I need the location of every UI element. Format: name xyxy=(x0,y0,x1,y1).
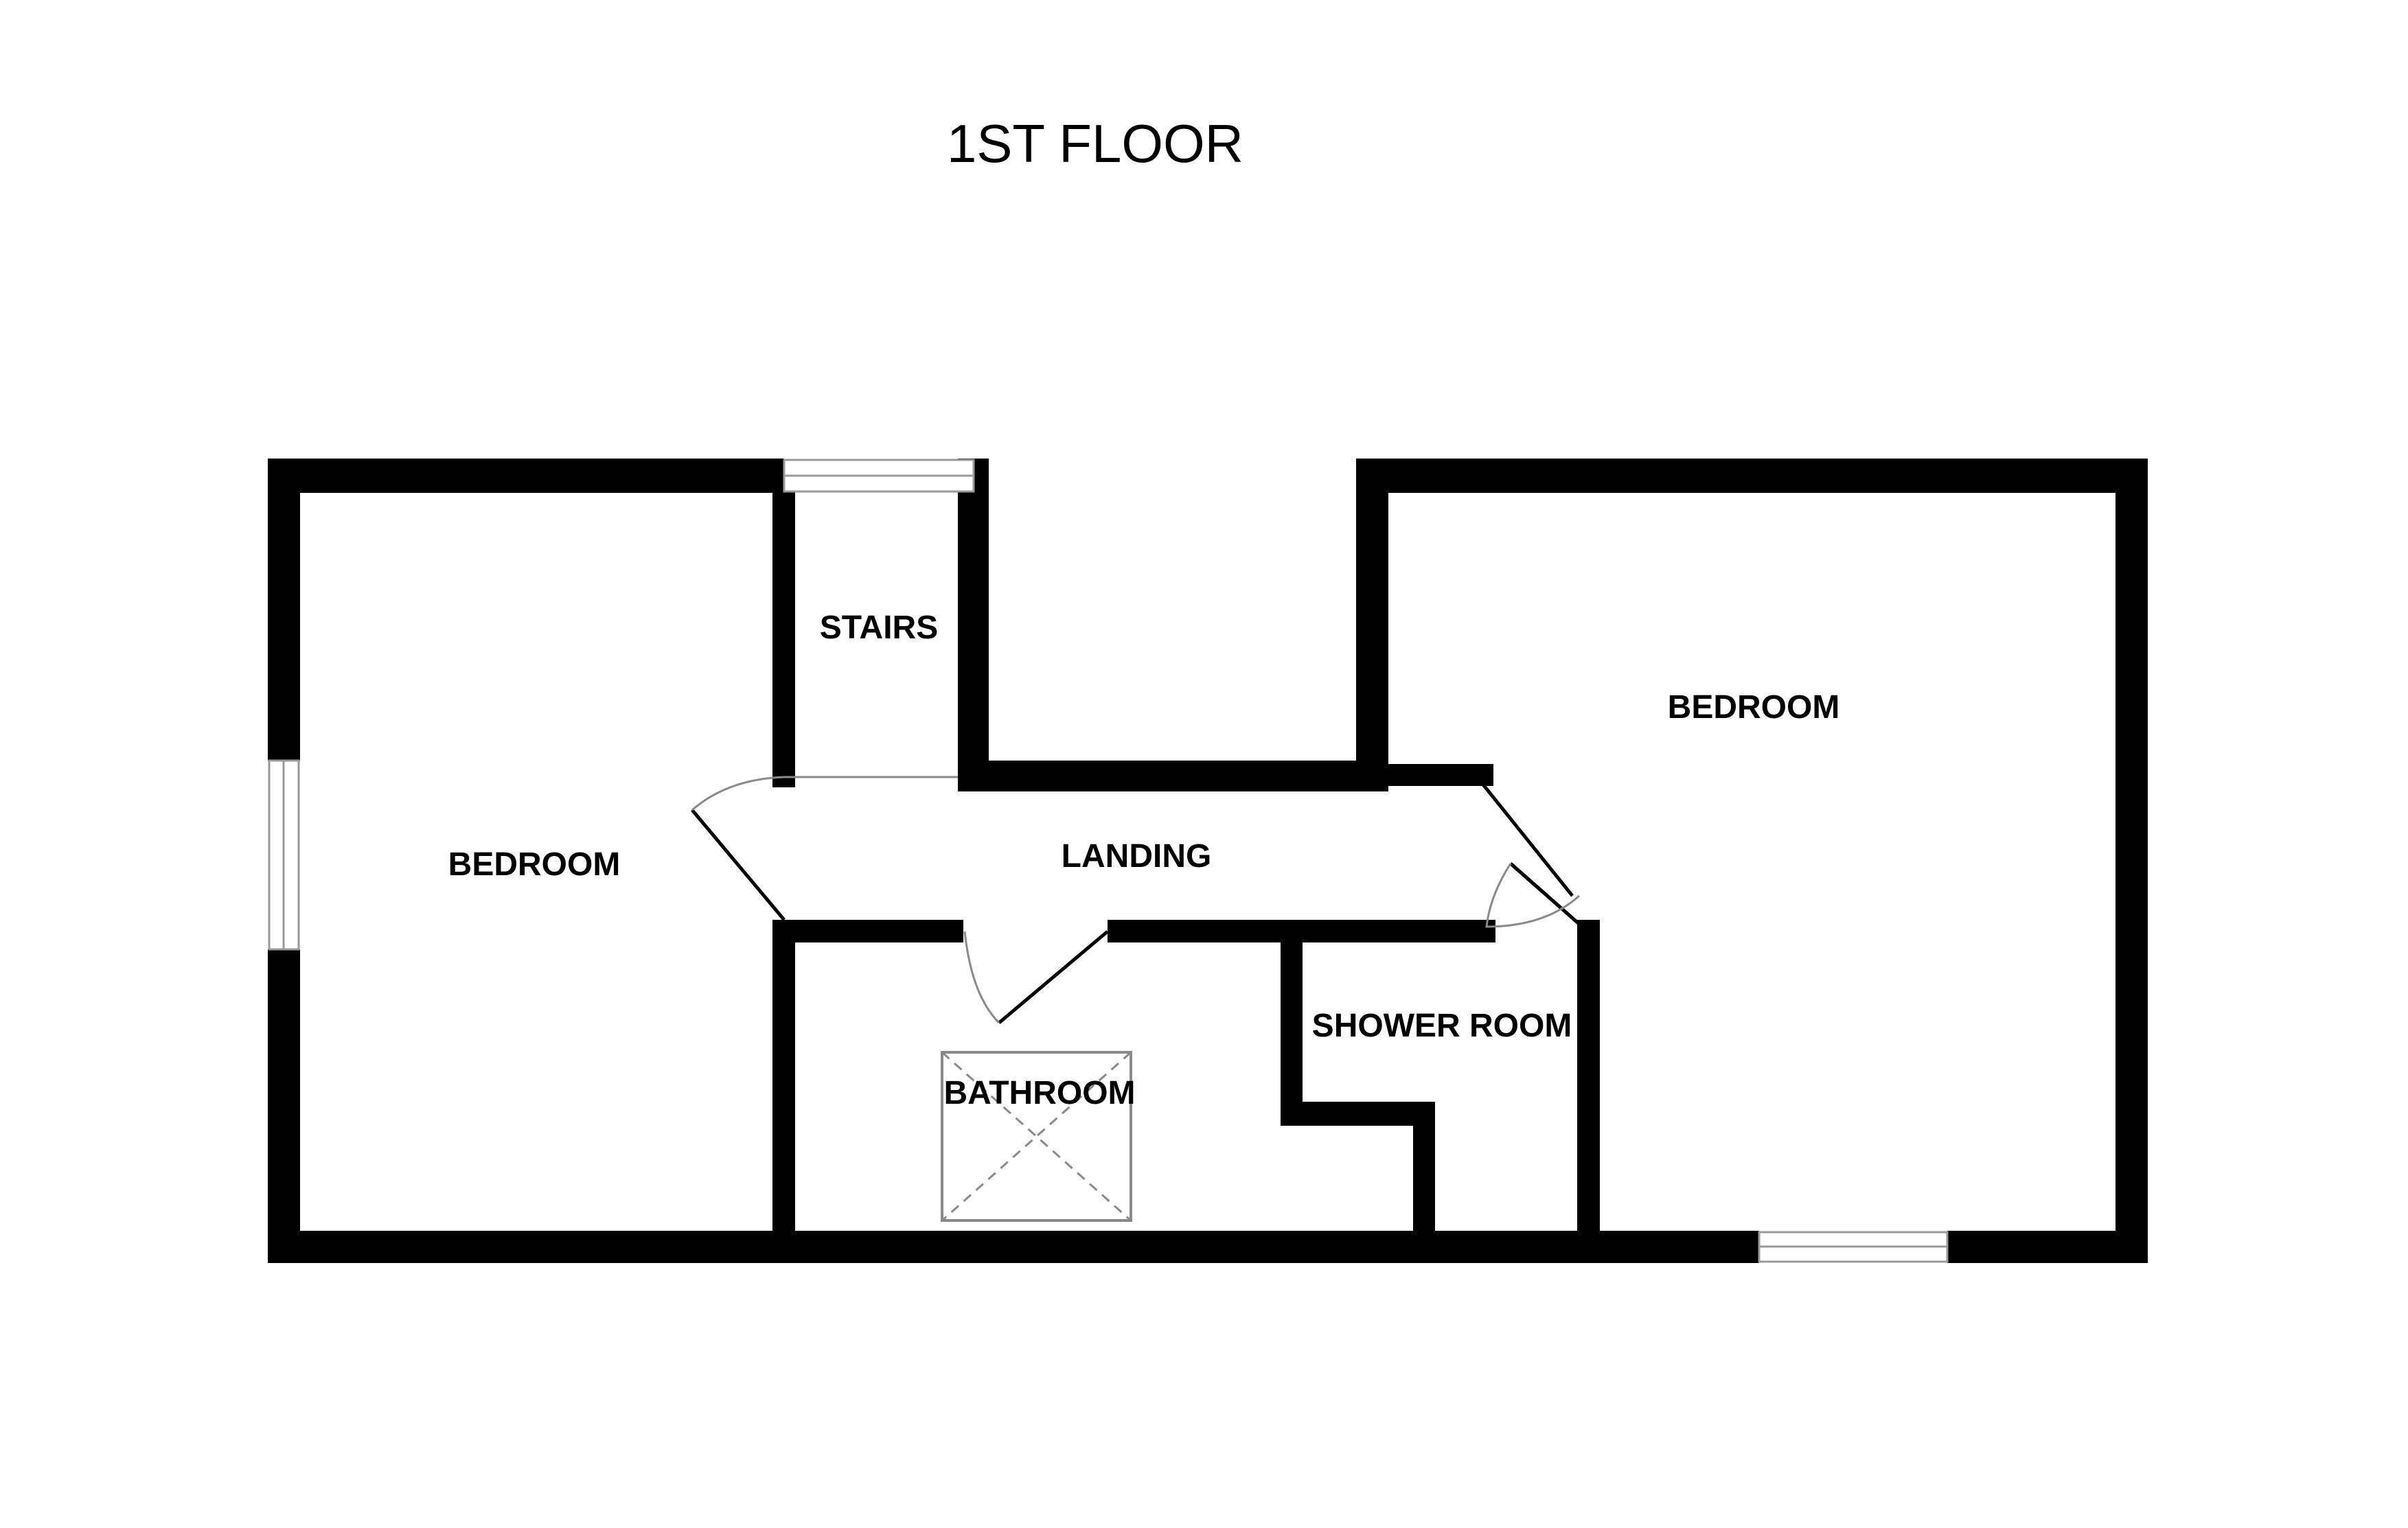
wall xyxy=(268,459,784,493)
exterior-walls xyxy=(268,459,2148,1263)
window-stairs xyxy=(783,459,975,493)
wall xyxy=(1281,1102,1435,1126)
room-label-landing: LANDING xyxy=(1062,838,1212,875)
room-label-bedroom-left: BEDROOM xyxy=(448,846,621,883)
wall xyxy=(1413,1102,1435,1263)
wall xyxy=(1281,920,1303,1126)
room-label-bathroom: BATHROOM xyxy=(943,1075,1135,1111)
wall xyxy=(1577,920,1600,1263)
wall xyxy=(268,459,300,761)
door-shower-room xyxy=(1485,862,1587,931)
room-label-bedroom-right: BEDROOM xyxy=(1668,689,1840,726)
wall xyxy=(958,761,1388,791)
wall xyxy=(772,481,795,787)
room-labels: BEDROOM STAIRS LANDING BEDROOM SHOWER RO… xyxy=(448,610,1840,1111)
interior-walls xyxy=(772,481,1600,1263)
wall xyxy=(268,949,300,1263)
wall xyxy=(772,920,795,1263)
wall xyxy=(1388,764,1493,786)
window-right-bedroom xyxy=(1758,1231,1949,1263)
wall xyxy=(772,920,963,942)
skylight xyxy=(941,1051,1132,1222)
room-label-shower-room: SHOWER ROOM xyxy=(1312,1008,1572,1044)
door-bathroom xyxy=(963,930,1109,1024)
windows xyxy=(268,459,1949,1263)
wall xyxy=(2115,459,2148,1263)
window-left-bedroom xyxy=(268,759,300,951)
door-right-bedroom xyxy=(1482,783,1587,931)
wall xyxy=(1947,1231,2148,1263)
wall xyxy=(1356,459,1388,791)
floor-title: 1ST FLOOR xyxy=(947,113,1243,174)
wall xyxy=(268,1231,1759,1263)
door-left-bedroom xyxy=(691,776,958,921)
wall xyxy=(958,459,989,791)
doors xyxy=(691,776,1587,1024)
wall xyxy=(1356,459,2148,493)
room-label-stairs: STAIRS xyxy=(820,610,938,646)
